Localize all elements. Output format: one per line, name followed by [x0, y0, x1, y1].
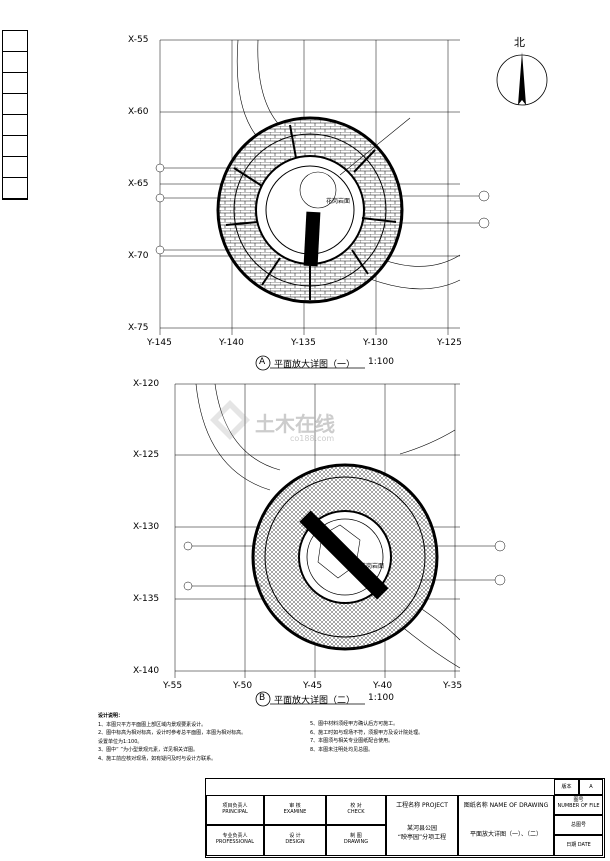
- watermark-text: 土木在线: [255, 412, 335, 436]
- note-line: 3、图中“ ”为小型景观元素，详见相关详图。: [98, 747, 198, 753]
- plan-b-center-label: 花岗岩面: [360, 563, 385, 570]
- plan-a-scale: 1:100: [368, 357, 394, 367]
- tb-date: 日期 DATE: [554, 835, 603, 856]
- note-line: 8、本图未注明处均见总图。: [310, 746, 374, 753]
- tb-drawing: 图纸名称 NAME OF DRAWING 平面放大详图（一）、（二）: [458, 795, 554, 856]
- plan-a-leaders: [155, 163, 490, 255]
- tb-version-label: 版本: [554, 779, 579, 795]
- plan-a-x-tick: X-65: [128, 179, 149, 189]
- plan-a-y-tick: Y-135: [291, 338, 316, 348]
- note-line: 5、图中材料须经甲方确认后方可施工。: [310, 721, 399, 727]
- note-line: 设置单位为1:100。: [98, 738, 143, 745]
- design-notes-left: 设计说明： 1、本图只平方平面图上部区域内景观要素设计。 2、图中标高为相对标高…: [98, 712, 246, 763]
- plan-a-x-tick: X-55: [128, 35, 149, 45]
- tb-row1-col1: 项目负责人 PRINCIPAL: [206, 795, 264, 825]
- tb-row1-col3: 校 对 CHECK: [326, 795, 386, 825]
- caption-b-marker: [255, 691, 271, 707]
- plan-b-rings: [251, 463, 439, 651]
- plan-b-scale: 1:100: [368, 693, 394, 703]
- notes-title: 设计说明：: [98, 713, 124, 719]
- tb-project: 工程名称 PROJECT 某河县公园 “映亭园”分项工程: [386, 795, 458, 856]
- plan-b-y-tick: Y-50: [233, 681, 253, 691]
- note-line: 2、图中标高为相对标高，设计时参考总平面图，本图为相对标高。: [98, 730, 247, 736]
- tb-number: 图号 NUMBER OF FILE: [554, 795, 603, 815]
- watermark-logo-icon: [210, 400, 250, 440]
- plan-b-leaders: [183, 540, 506, 591]
- plan-a-rings: [216, 116, 411, 304]
- plan-a-y-tick: Y-125: [437, 338, 462, 348]
- plan-b-y-tick: Y-45: [303, 681, 323, 691]
- plan-b-y-tick: Y-55: [163, 681, 183, 691]
- caption-a-marker: [255, 355, 271, 371]
- plan-b-x-tick: X-125: [133, 450, 160, 460]
- plan-a-caption: 平面放大详图（一）: [274, 360, 356, 370]
- plan-b-caption-letter: B: [259, 693, 266, 703]
- plan-a-caption-letter: A: [259, 357, 266, 367]
- plan-b-x-tick: X-135: [133, 594, 160, 604]
- design-notes-right: 5、图中材料须经甲方确认后方可施工。 6、施工时如与现场不符，须报甲方及设计院处…: [310, 720, 423, 754]
- plan-a-y-tick: Y-140: [219, 338, 244, 348]
- plan-b-x-tick: X-130: [133, 522, 160, 532]
- plan-a-x-tick: X-75: [128, 323, 149, 333]
- plan-a-center-label: 花岗岩面: [326, 198, 351, 205]
- plan-b-y-tick: Y-35: [443, 681, 463, 691]
- note-line: 4、施工前应核对现场，如有疑问及时与设计方联系。: [98, 755, 217, 762]
- plan-a-y-tick: Y-130: [363, 338, 388, 348]
- note-line: 6、施工时如与现场不符，须报甲方及设计院处理。: [310, 729, 424, 736]
- tb-row2-col1: 专业负责人 PROFESSIONAL: [206, 825, 264, 856]
- side-stamp-column: [2, 30, 28, 200]
- tb-version-value: A: [579, 779, 603, 795]
- plan-a-x-tick: X-60: [128, 107, 149, 117]
- note-line: 7、本图须与相关专业图纸配合使用。: [310, 738, 394, 744]
- title-block: 项目负责人 PRINCIPAL 审 核 EXAMINE 校 对 CHECK 专业…: [205, 778, 605, 858]
- north-label: 北: [514, 36, 525, 49]
- plan-b-caption: 平面放大详图（二）: [274, 696, 356, 706]
- tb-total-number: 总图号: [554, 815, 603, 835]
- plan-b-x-tick: X-140: [133, 666, 160, 676]
- plan-b-y-tick: Y-40: [373, 681, 393, 691]
- north-arrow-icon: [496, 52, 548, 106]
- plan-a-y-tick: Y-145: [147, 338, 172, 348]
- tb-row2-col2: 设 计 DESIGN: [264, 825, 326, 856]
- tb-row2-col3: 制 图 DRAWING: [326, 825, 386, 856]
- tb-row1-col2: 审 核 EXAMINE: [264, 795, 326, 825]
- plan-b-x-tick: X-120: [133, 379, 160, 389]
- watermark-sub: co188.com: [290, 434, 335, 443]
- note-line: 1、本图只平方平面图上部区域内景观要素设计。: [98, 721, 207, 728]
- plan-a-x-tick: X-70: [128, 251, 149, 261]
